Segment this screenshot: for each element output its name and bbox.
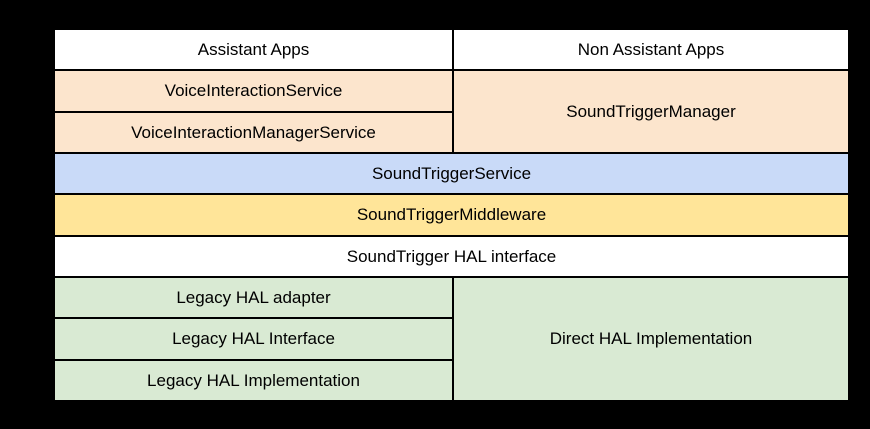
cell-sound-trigger-hal-interface: SoundTrigger HAL interface (55, 236, 848, 276)
cell-voice-interaction-service: VoiceInteractionService (55, 71, 452, 111)
soundtrigger-stack-diagram: Assistant Apps Non Assistant Apps VoiceI… (53, 28, 850, 402)
cell-legacy-hal-interface: Legacy HAL Interface (55, 319, 452, 359)
cell-sound-trigger-middleware: SoundTriggerMiddleware (55, 195, 848, 235)
cell-assistant-apps: Assistant Apps (55, 30, 452, 70)
cell-direct-hal-implementation: Direct HAL Implementation (454, 277, 848, 400)
cell-legacy-hal-implementation: Legacy HAL Implementation (55, 360, 452, 400)
cell-voice-interaction-manager-service: VoiceInteractionManagerService (55, 112, 452, 152)
cell-sound-trigger-manager: SoundTriggerManager (454, 71, 848, 152)
cell-sound-trigger-service: SoundTriggerService (55, 153, 848, 194)
cell-legacy-hal-adapter: Legacy HAL adapter (55, 277, 452, 318)
cell-non-assistant-apps: Non Assistant Apps (454, 30, 848, 70)
